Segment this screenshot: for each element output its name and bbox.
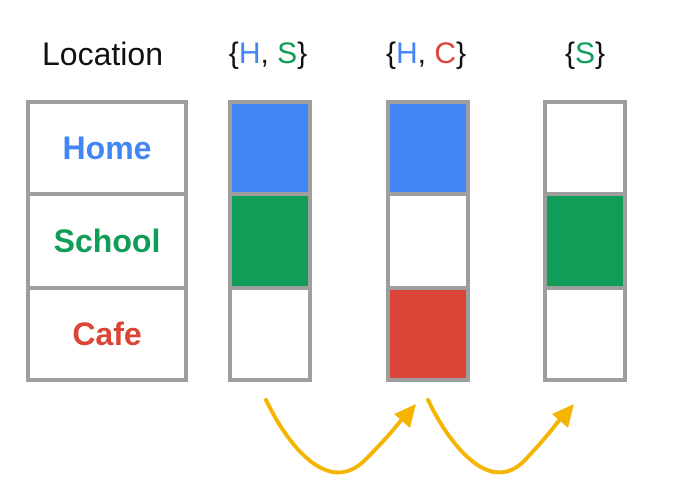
state-3-cell-school bbox=[543, 194, 627, 288]
location-cell-school: School bbox=[26, 194, 188, 288]
state-1-cell-school bbox=[228, 194, 312, 288]
transition-arrow-1 bbox=[264, 398, 410, 475]
state-1-cell-home bbox=[228, 100, 312, 194]
home-initial: H bbox=[395, 37, 418, 70]
arrowhead-2 bbox=[552, 404, 574, 428]
state-label-2: {H, C} bbox=[366, 34, 486, 74]
location-cell-home: Home bbox=[26, 100, 188, 194]
location-column: Home School Cafe bbox=[26, 100, 188, 382]
brace-close: } bbox=[456, 37, 467, 70]
state-column-3 bbox=[543, 100, 627, 382]
brace-close: } bbox=[595, 37, 606, 70]
state-column-1 bbox=[228, 100, 312, 382]
separator: , bbox=[260, 37, 278, 70]
location-cell-cafe: Cafe bbox=[26, 288, 188, 382]
state-3-cell-home bbox=[543, 100, 627, 194]
arrowhead-1 bbox=[394, 404, 416, 428]
brace-close: } bbox=[297, 37, 308, 70]
state-1-cell-cafe bbox=[228, 288, 312, 382]
state-2-cell-home bbox=[386, 100, 470, 194]
location-header: Location bbox=[42, 36, 163, 72]
separator: , bbox=[417, 37, 435, 70]
state-column-2 bbox=[386, 100, 470, 382]
state-label-1: {H, S} bbox=[208, 34, 328, 74]
school-initial: S bbox=[277, 37, 298, 70]
school-initial: S bbox=[574, 37, 595, 70]
transition-arrow-2 bbox=[426, 398, 568, 475]
brace-open: { bbox=[385, 37, 396, 70]
location-label-school: School bbox=[53, 222, 161, 259]
state-2-cell-cafe bbox=[386, 288, 470, 382]
brace-open: { bbox=[564, 37, 575, 70]
state-2-cell-school bbox=[386, 194, 470, 288]
brace-open: { bbox=[228, 37, 239, 70]
state-3-cell-cafe bbox=[543, 288, 627, 382]
cafe-initial: C bbox=[434, 37, 456, 70]
home-initial: H bbox=[238, 37, 261, 70]
location-label-cafe: Cafe bbox=[72, 315, 142, 352]
state-label-3: {S} bbox=[525, 34, 645, 74]
location-label-home: Home bbox=[62, 129, 152, 166]
